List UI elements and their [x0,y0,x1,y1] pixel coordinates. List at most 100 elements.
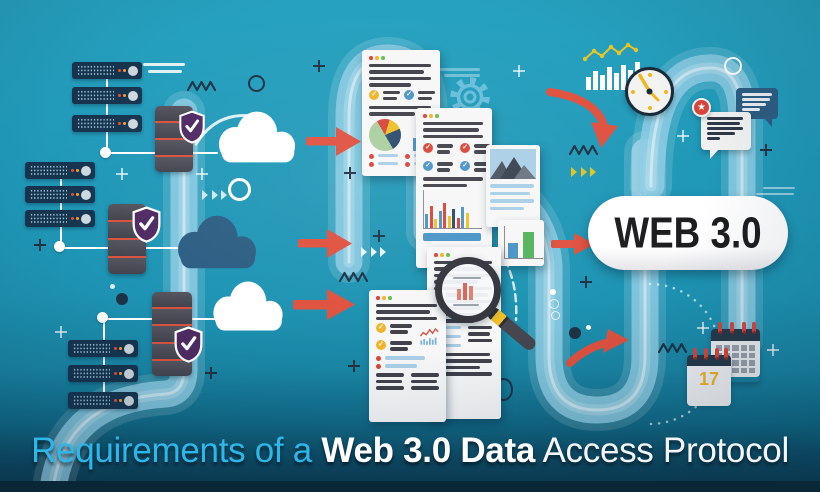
road-path-left [31,91,205,492]
cloud-icon [218,111,296,163]
bottom-strip [0,481,820,492]
chevrons-icon [571,167,596,177]
plus-mark [55,326,67,338]
wave-squiggle [568,144,599,156]
cloud-dark-icon [178,215,256,269]
window-dots-icon [423,114,485,118]
chat-bubble-light [701,112,751,159]
checklist [376,323,412,353]
chart-card [498,220,544,266]
plus-mark [580,276,592,288]
server-rack [72,115,142,132]
plus-mark [196,168,208,180]
shield-check-icon [174,326,203,363]
circle-outline [248,75,265,92]
plus-mark [116,168,128,180]
plus-mark [348,360,360,372]
accent-line [763,187,795,189]
accent-line [438,68,480,71]
red-arrow-right-3 [293,289,355,320]
dashed-arc [503,258,518,322]
accent-line [756,193,794,195]
connector-node [54,241,65,252]
cloud-icon [213,281,283,331]
shield-check-icon [132,206,161,243]
dot [116,293,128,305]
plus-mark [313,60,325,72]
document-card [416,108,492,268]
connector-node [100,147,111,158]
red-arrow-right-1 [306,127,361,156]
circle-outline [549,299,559,309]
banner [423,233,481,241]
calendar-day-number: 17 [687,366,731,406]
plus-mark [205,367,217,379]
circle-outline [724,57,742,75]
plus-mark [760,144,772,156]
circle-outline [228,178,251,201]
bar-chart [504,226,543,259]
red-arrow-right-2 [298,229,352,258]
server-rack [25,186,95,203]
document-card [369,290,446,422]
plus-mark [697,322,709,334]
wave-squiggle [657,342,688,354]
window-dots-icon [434,253,494,257]
server-rack [68,365,138,382]
plus-mark [677,130,689,142]
speed-line [148,70,182,73]
connector-line [102,319,105,400]
server-rack [72,62,142,79]
red-arrow-into-sign [551,233,595,255]
clock-hands [638,73,660,102]
plus-mark [34,239,46,251]
calendar-day-icon: 17 [687,348,731,406]
red-arrow-curved-up [566,329,629,367]
wave-squiggle [338,271,369,283]
circle-outline [551,311,560,320]
checklist [423,141,490,159]
photo-thumbnail [490,149,536,179]
web3-sign-label: WEB 3.0 [614,208,762,257]
server-rack [25,162,95,179]
magnifier-icon [435,257,501,323]
checklist [369,89,435,103]
dot [569,327,581,339]
title-suffix: Access Protocol [535,431,789,470]
trend-line-chart [583,42,639,62]
dotted-arc [648,282,722,426]
dot [550,289,556,295]
bar-chart [423,190,482,229]
line-chart [419,327,439,345]
pie-chart [369,118,401,151]
database-stack [108,204,146,274]
photo-card [486,145,540,227]
accent-line [444,74,480,77]
server-rack [68,340,138,357]
dot [586,325,591,330]
server-rack [25,210,95,227]
chevrons-icon [361,247,386,257]
web3-sign: WEB 3.0 [588,196,788,270]
window-dots-icon [369,56,433,60]
bullet-list [376,364,439,369]
title-bold: Web 3.0 Data [321,431,535,470]
server-rack [68,392,138,409]
connector-node [97,312,108,323]
connector-line [59,170,62,248]
title-prefix: Requirements of a [31,431,322,470]
wave-squiggle [186,80,217,92]
speed-line [143,63,185,66]
page-title: Requirements of a Web 3.0 Data Access Pr… [0,431,820,471]
plus-mark [767,344,779,356]
star-badge: ★ [692,98,711,117]
red-arrow-curved-down [546,88,618,148]
checklist [423,159,490,177]
window-dots-icon [376,296,439,300]
dot [110,284,115,289]
shield-check-icon [179,110,205,144]
connector-line [105,70,108,154]
plus-mark [513,65,525,77]
plus-mark [344,167,356,179]
